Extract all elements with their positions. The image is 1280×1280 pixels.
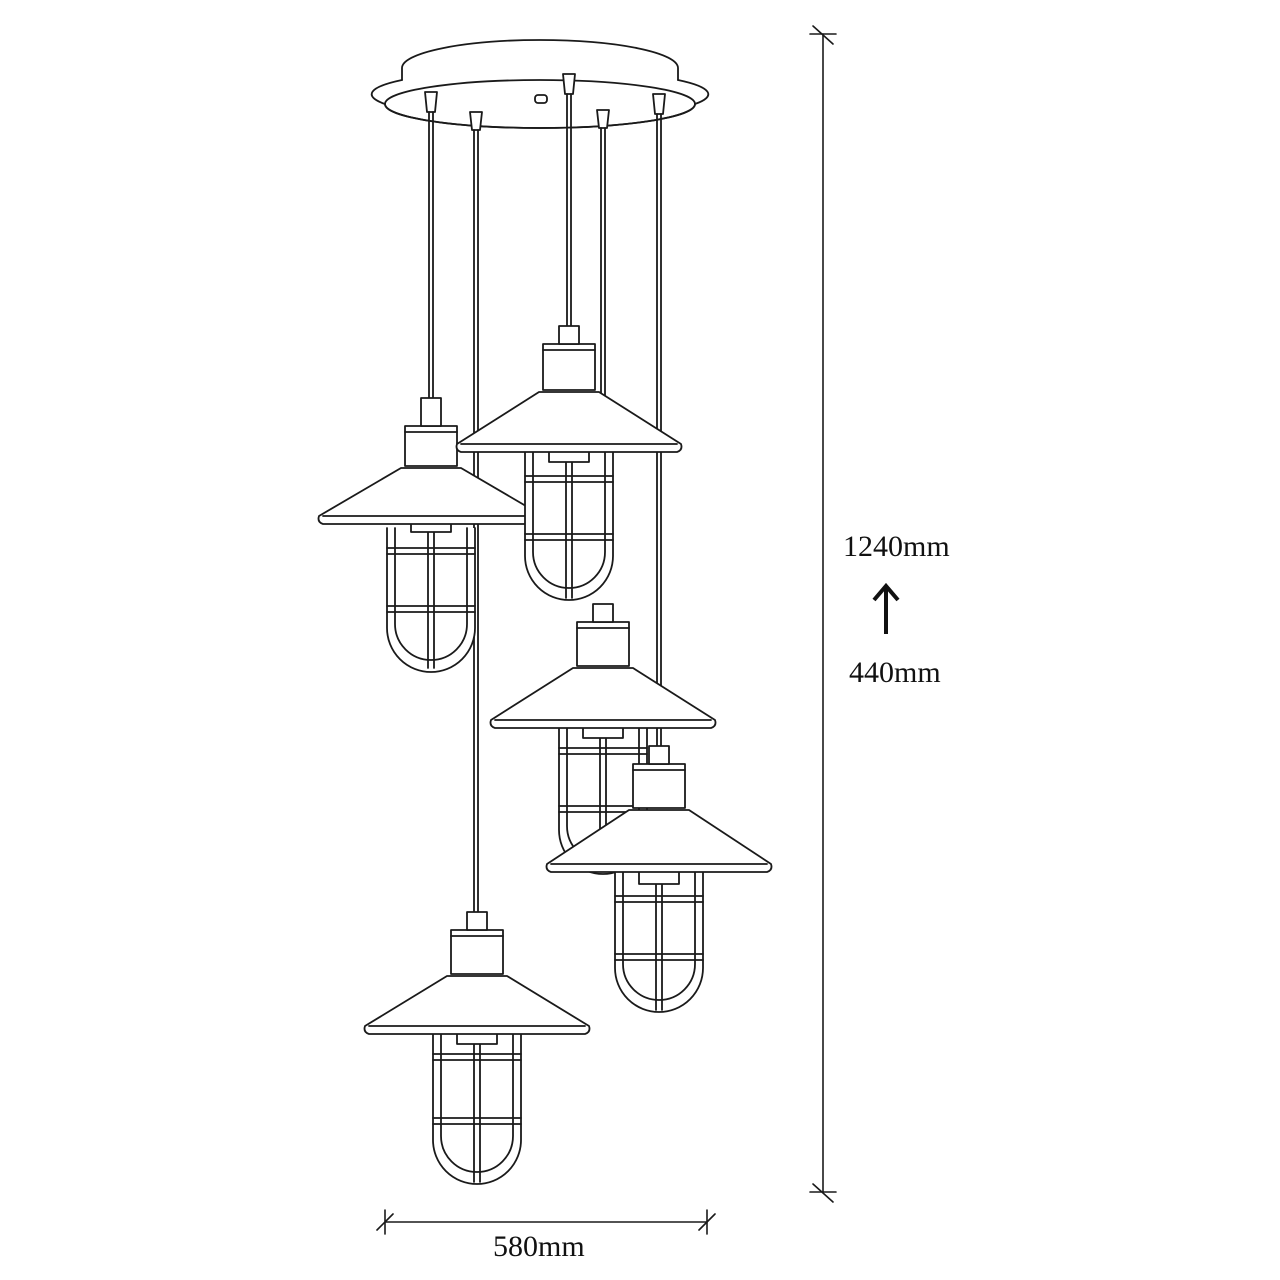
height-min-label: 440mm — [849, 656, 941, 689]
height-dimension-line — [809, 25, 837, 1203]
ceiling-canopy — [370, 39, 710, 131]
width-label: 580mm — [493, 1230, 585, 1263]
pendant-lamp-5 — [363, 911, 591, 1185]
pendant-lamp-1 — [317, 397, 545, 673]
pendant-lamp-4 — [545, 745, 773, 1013]
up-arrow-icon — [872, 582, 900, 634]
height-max-label: 1240mm — [843, 530, 950, 563]
width-dimension-line — [376, 1209, 716, 1235]
pendant-lamp-2 — [455, 325, 683, 601]
